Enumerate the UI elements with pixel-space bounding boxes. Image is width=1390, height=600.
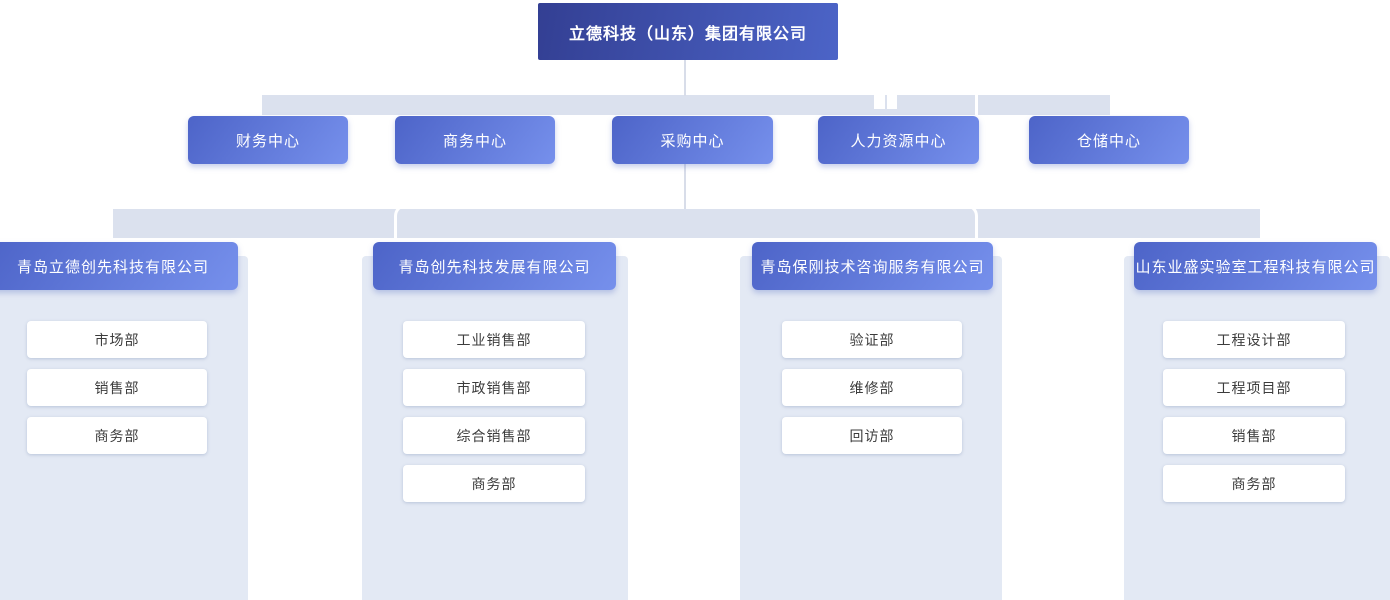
center-node-label: 商务中心 (442, 132, 507, 150)
department-node[interactable]: 销售部 (1163, 417, 1345, 454)
department-label: 综合销售部 (456, 427, 532, 444)
department-node[interactable]: 工程设计部 (1163, 321, 1345, 358)
department-node[interactable]: 工程项目部 (1163, 369, 1345, 406)
connector-subsidiaries-line (684, 164, 686, 209)
subsidiary-node-label: 青岛保刚技术咨询服务有限公司 (760, 258, 985, 276)
subsidiary-node[interactable]: 青岛保刚技术咨询服务有限公司 (752, 242, 993, 290)
center-node[interactable]: 人力资源中心 (818, 116, 979, 164)
org-root-label: 立德科技（山东）集团有限公司 (568, 25, 807, 43)
department-label: 工业销售部 (456, 331, 532, 348)
department-label: 工程设计部 (1216, 331, 1292, 348)
department-label: 工程项目部 (1216, 379, 1292, 396)
center-node[interactable]: 仓储中心 (1029, 116, 1189, 164)
department-label: 回访部 (849, 427, 895, 444)
subsidiary-node[interactable]: 青岛立德创先科技有限公司 (0, 242, 238, 290)
subsidiary-node-label: 青岛创先科技发展有限公司 (398, 258, 591, 276)
center-node-label: 仓储中心 (1076, 132, 1141, 150)
department-label: 验证部 (849, 331, 895, 348)
department-label: 商务部 (1231, 475, 1277, 492)
connector-subsidiaries-bar (113, 209, 1260, 238)
department-node[interactable]: 综合销售部 (403, 417, 585, 454)
department-label: 商务部 (471, 475, 517, 492)
subsidiary-node-label: 青岛立德创先科技有限公司 (16, 258, 209, 276)
center-node[interactable]: 采购中心 (612, 116, 773, 164)
center-node[interactable]: 商务中心 (395, 116, 555, 164)
center-node[interactable]: 财务中心 (188, 116, 348, 164)
center-node-label: 采购中心 (660, 132, 725, 150)
connector-artifact (887, 95, 897, 109)
subsidiary-node-label: 山东业盛实验室工程科技有限公司 (1135, 258, 1376, 276)
connector-artifact (874, 95, 885, 109)
department-node[interactable]: 维修部 (782, 369, 962, 406)
department-label: 商务部 (94, 427, 140, 444)
department-node[interactable]: 工业销售部 (403, 321, 585, 358)
center-node-label: 人力资源中心 (850, 132, 947, 150)
connector-artifact (975, 95, 978, 115)
subsidiary-node[interactable]: 山东业盛实验室工程科技有限公司 (1134, 242, 1377, 290)
org-root-node[interactable]: 立德科技（山东）集团有限公司 (538, 3, 838, 60)
department-node[interactable]: 市政销售部 (403, 369, 585, 406)
subsidiary-node[interactable]: 青岛创先科技发展有限公司 (373, 242, 616, 290)
department-node[interactable]: 销售部 (27, 369, 207, 406)
connector-centers-bar (262, 95, 1110, 115)
connector-root-line (684, 60, 686, 96)
department-label: 销售部 (94, 379, 140, 396)
department-node[interactable]: 验证部 (782, 321, 962, 358)
department-node[interactable]: 商务部 (27, 417, 207, 454)
department-label: 市政销售部 (456, 379, 532, 396)
department-label: 销售部 (1231, 427, 1277, 444)
department-label: 维修部 (849, 379, 895, 396)
connector-bracket (394, 204, 978, 247)
center-node-label: 财务中心 (235, 132, 300, 150)
department-node[interactable]: 回访部 (782, 417, 962, 454)
department-node[interactable]: 商务部 (403, 465, 585, 502)
department-node[interactable]: 市场部 (27, 321, 207, 358)
department-label: 市场部 (94, 331, 140, 348)
department-node[interactable]: 商务部 (1163, 465, 1345, 502)
